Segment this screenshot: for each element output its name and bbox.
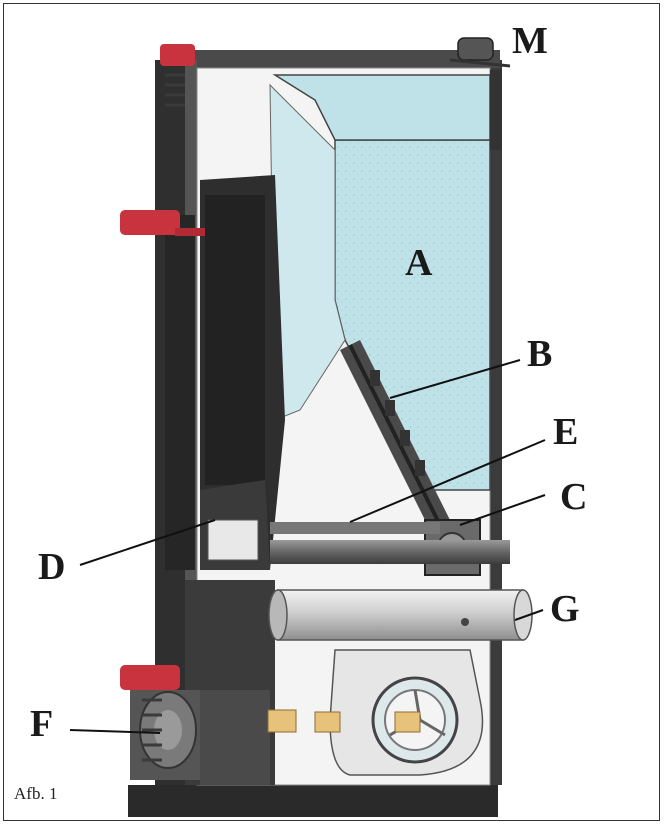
label-F: F xyxy=(30,703,54,745)
label-C: C xyxy=(560,476,588,518)
flue-tube-G xyxy=(268,589,533,641)
control-knob-M xyxy=(449,37,511,68)
handle-top xyxy=(160,44,195,66)
figure-caption: Afb. 1 xyxy=(14,784,58,803)
handle-middle xyxy=(120,210,205,236)
hopper-lid xyxy=(272,74,491,141)
stove-base xyxy=(128,785,498,817)
auger-B xyxy=(340,340,450,530)
label-B: B xyxy=(527,333,553,375)
stove-top-panel xyxy=(160,50,500,68)
label-G: G xyxy=(550,588,580,630)
label-E: E xyxy=(553,411,579,453)
label-A: A xyxy=(405,242,433,284)
fan-F xyxy=(130,690,200,780)
leader-lines xyxy=(69,359,546,734)
air-intake-pipe xyxy=(270,540,510,564)
label-M: M xyxy=(512,20,548,62)
label-D: D xyxy=(38,546,66,588)
handle-bottom xyxy=(120,665,180,690)
stove-rear-panel xyxy=(490,60,502,785)
